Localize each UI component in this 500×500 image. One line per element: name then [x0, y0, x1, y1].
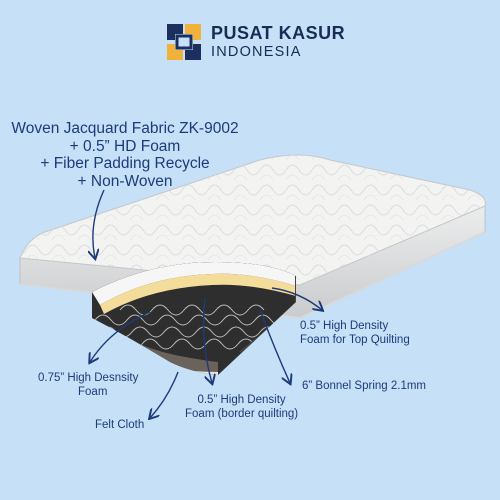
callout-line: Foam (border quilting)	[185, 407, 299, 420]
callout-top-line: + Non-Woven	[77, 172, 173, 190]
callout-desnsity-foam: 0.75” High Desnsity Foam	[38, 372, 138, 399]
callout-top-line: + Fiber Padding Recycle	[40, 155, 210, 172]
callout-top-quilting: 0.5” High Density Foam for Top Quilting	[300, 320, 410, 347]
arrow-border-quilting	[202, 297, 212, 383]
brand-name: PUSAT KASUR	[211, 22, 346, 43]
callout-line: 0.75” High Desnsity	[38, 372, 139, 384]
arrow-desnsity-foam	[90, 311, 151, 362]
callout-border-quilting: 0.5” High Density Foam (border quilting)	[185, 394, 298, 421]
callout-top-fabric: Woven Jacquard Fabric ZK-9002 + 0.5” HD …	[0, 120, 250, 190]
brand-logo: PUSAT KASUR INDONESIA	[165, 22, 345, 62]
arrow-bonnel-spring	[259, 309, 290, 383]
callout-line: Foam	[78, 385, 108, 398]
arrow-top-quilting	[271, 287, 322, 310]
brand-subname: INDONESIA	[211, 43, 302, 60]
arrow-top-fabric	[93, 189, 105, 258]
callout-top-line: Woven Jacquard Fabric ZK-9002	[11, 120, 239, 137]
callout-line: Foam for Top Quilting	[300, 333, 410, 346]
callout-felt-cloth: Felt Cloth	[95, 419, 145, 431]
callout-line: 0.5” High Density	[300, 320, 389, 332]
arrow-felt-cloth	[150, 371, 179, 418]
callout-line: 0.5” High Density	[197, 394, 286, 406]
brand-mark-icon	[167, 24, 201, 60]
callout-bonnel-spring: 6” Bonnel Spring 2.1mm	[302, 380, 427, 392]
callout-top-line: + 0.5” HD Foam	[69, 137, 181, 155]
